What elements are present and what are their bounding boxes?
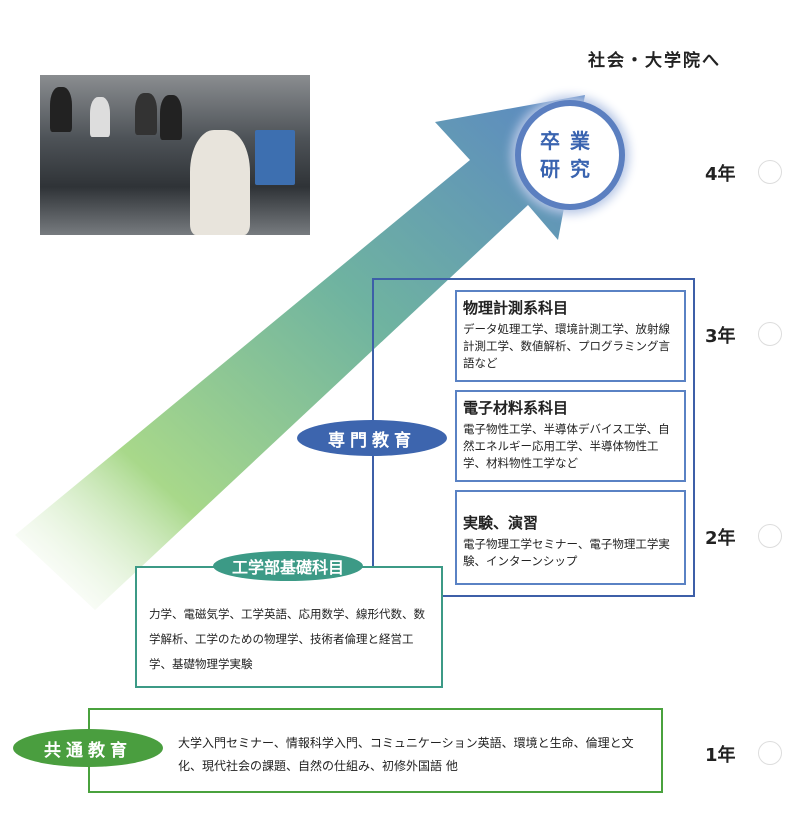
course-group-title: 物理計測系科目 <box>463 299 569 317</box>
timeline-marker <box>758 741 782 765</box>
timeline-marker <box>758 524 782 548</box>
engineering-basics-body: 力学、電磁気学、工学英語、応用数学、線形代数、数学解析、工学のための物理学、技術… <box>149 607 425 671</box>
course-group-physics-measurement: 物理計測系科目 データ処理工学、環境計測工学、放射線計測工学、数値解析、プログラ… <box>455 290 686 382</box>
year-4: 4年 <box>705 164 736 185</box>
year-2: 2年 <box>705 528 736 549</box>
destination-label: 社会・大学院へ <box>588 51 721 71</box>
course-group-title: 実験、演習 <box>463 514 539 532</box>
course-group-experiments: 実験、演習 電子物理工学セミナー、電子物理工学実験、インターンシップ <box>455 490 686 585</box>
common-education-box: 大学入門セミナー、情報科学入門、コミュニケーション英語、環境と生命、倫理と文化、… <box>88 708 663 793</box>
common-education-label: 共通教育 <box>13 729 163 767</box>
timeline-marker <box>758 160 782 184</box>
course-group-electronic-materials: 電子材料系科目 電子物性工学、半導体デバイス工学、自然エネルギー応用工学、半導体… <box>455 390 686 482</box>
course-group-body: 電子物性工学、半導体デバイス工学、自然エネルギー応用工学、半導体物性工学、材料物… <box>463 422 670 470</box>
engineering-basics-label: 工学部基礎科目 <box>213 551 363 581</box>
course-group-body: データ処理工学、環境計測工学、放射線計測工学、数値解析、プログラミング言語など <box>463 322 670 370</box>
timeline-marker <box>758 322 782 346</box>
specialized-education-label: 専門教育 <box>297 420 447 456</box>
engineering-basics-box: 力学、電磁気学、工学英語、応用数学、線形代数、数学解析、工学のための物理学、技術… <box>135 566 443 688</box>
common-education-body: 大学入門セミナー、情報科学入門、コミュニケーション英語、環境と生命、倫理と文化、… <box>178 736 634 773</box>
lab-photo <box>40 75 310 235</box>
graduation-research-badge: 卒業研究 <box>515 100 625 210</box>
course-group-body: 電子物理工学セミナー、電子物理工学実験、インターンシップ <box>463 537 670 568</box>
year-1: 1年 <box>705 745 736 766</box>
graduation-research-label: 卒業研究 <box>540 129 600 181</box>
year-3: 3年 <box>705 326 736 347</box>
course-group-title: 電子材料系科目 <box>463 399 569 417</box>
